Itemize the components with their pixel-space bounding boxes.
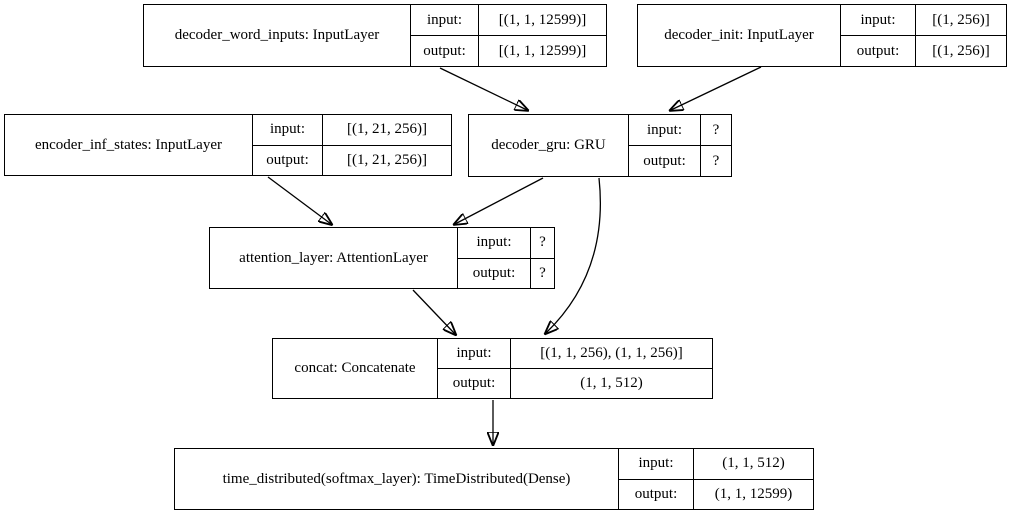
input-shape: [(1, 21, 256)] [322,115,451,145]
output-row: output: [(1, 256)] [841,35,1006,66]
output-row: output: [(1, 21, 256)] [253,144,451,175]
output-row: output: ? [629,145,731,176]
output-key: output: [643,152,686,169]
io-table: input: [(1, 1, 12599)] output: [(1, 1, 1… [410,5,606,66]
input-shape: [(1, 1, 256), (1, 1, 256)] [510,339,712,368]
output-shape: [(1, 1, 12599)] [478,36,606,66]
edge-encoder_inf_states-to-attention_layer [267,176,331,224]
input-row: input: [(1, 1, 12599)] [411,5,606,35]
input-key: input: [456,345,492,361]
output-key: output: [452,375,496,391]
input-key: input: [646,121,682,138]
output-key: output: [634,485,678,502]
io-table: input: [(1, 21, 256)] output: [(1, 21, 2… [252,115,451,175]
output-row: output: (1, 1, 512) [438,368,712,398]
layer-name: decoder_gru: GRU [491,137,606,153]
output-shape: [(1, 21, 256)] [322,145,451,175]
input-shape: [(1, 256)] [915,5,1006,35]
output-key: output: [856,42,900,59]
output-shape: (1, 1, 512) [510,369,712,398]
input-key: input: [269,121,305,138]
io-table: input: [(1, 256)] output: [(1, 256)] [840,5,1006,66]
output-key: output: [472,264,516,281]
layer-name: concat: Concatenate [294,360,416,376]
output-row: output: [(1, 1, 12599)] [411,35,606,66]
edge-attention_layer-to-concat [412,289,455,334]
output-key: output: [266,151,309,168]
input-row: input: ? [629,115,731,145]
input-row: input: [(1, 21, 256)] [253,115,451,145]
layer-name: encoder_inf_states: InputLayer [34,136,222,153]
node-decoder-word-inputs: decoder_word_inputs: InputLayer input: [… [143,4,607,67]
input-shape: ? [700,115,731,145]
layer-name: attention_layer: AttentionLayer [239,249,428,266]
input-shape: ? [530,228,554,258]
io-table: input: (1, 1, 512) output: (1, 1, 12599) [618,449,813,509]
input-key: input: [638,455,674,472]
node-decoder-init: decoder_init: InputLayer input: [(1, 256… [637,4,1007,67]
input-key: input: [860,11,896,28]
layer-name: decoder_word_inputs: InputLayer [174,27,380,43]
node-attention-layer: attention_layer: AttentionLayer input: ?… [209,227,555,289]
input-row: input: ? [458,228,554,258]
io-table: input: [(1, 1, 256), (1, 1, 256)] output… [437,339,712,398]
edge-decoder_init-to-decoder_gru [671,66,762,110]
input-row: input: (1, 1, 512) [619,449,813,479]
node-encoder-inf-states: encoder_inf_states: InputLayer input: [(… [4,114,452,176]
output-shape: ? [700,146,731,176]
input-shape: (1, 1, 512) [693,449,813,479]
input-row: input: [(1, 256)] [841,5,1006,35]
output-shape: (1, 1, 12599) [693,479,813,509]
output-key: output: [423,42,466,59]
input-key: input: [476,234,512,251]
output-shape: [(1, 256)] [915,36,1006,66]
io-table: input: ? output: ? [628,115,731,176]
io-table: input: ? output: ? [457,228,554,288]
node-concat: concat: Concatenate input: [(1, 1, 256),… [272,338,713,399]
output-row: output: ? [458,257,554,288]
node-time-distributed-dense: time_distributed(softmax_layer): TimeDis… [174,448,814,510]
output-row: output: (1, 1, 12599) [619,478,813,509]
input-shape: [(1, 1, 12599)] [478,5,606,35]
layer-name: time_distributed(softmax_layer): TimeDis… [222,470,571,487]
node-decoder-gru: decoder_gru: GRU input: ? output: ? [468,114,732,177]
output-shape: ? [530,258,554,288]
layer-name: decoder_init: InputLayer [664,27,814,43]
edge-decoder_gru-to-attention_layer [455,177,544,224]
input-row: input: [(1, 1, 256), (1, 1, 256)] [438,339,712,368]
edge-decoder_word_inputs-to-decoder_gru [439,67,527,110]
input-key: input: [426,11,462,28]
